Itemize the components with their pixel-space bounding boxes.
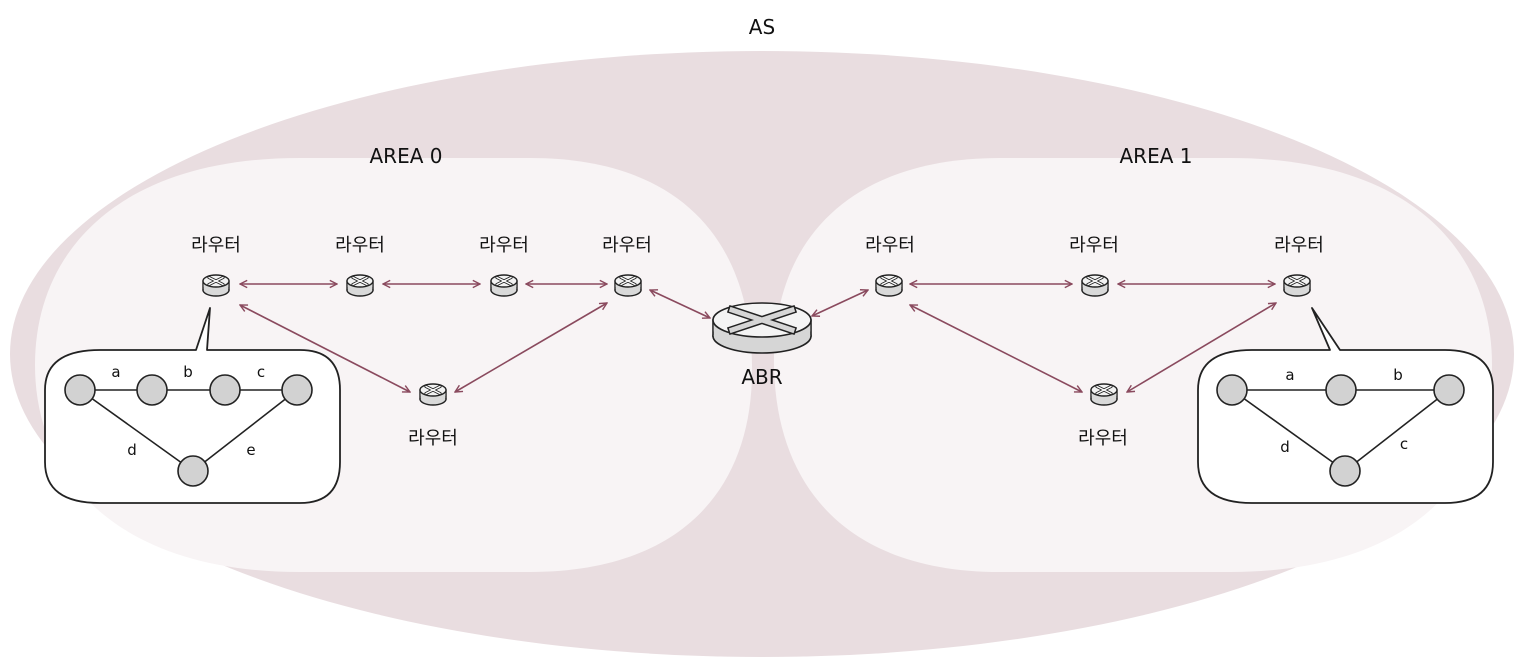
abr-router-icon — [712, 302, 812, 354]
router-a1-4: 라우터 — [1078, 382, 1128, 449]
router-icon — [613, 273, 643, 298]
abr-router: ABR — [712, 302, 812, 389]
edge-d — [79, 389, 194, 472]
edge-label-d: d — [127, 441, 137, 459]
router-label: 라우터 — [408, 428, 458, 449]
router-icon — [1282, 273, 1312, 298]
router-icon — [1080, 273, 1110, 298]
links-area1 — [812, 284, 1276, 392]
router-label: 라우터 — [479, 235, 529, 256]
speech-bubble — [44, 307, 341, 504]
router-icon — [418, 382, 448, 407]
router-a0-4: 라우터 — [602, 235, 652, 298]
abr-label: ABR — [741, 365, 782, 389]
topology-bubble-area0: a b c d e — [44, 307, 341, 504]
as-label: AS — [749, 15, 775, 39]
edge-d — [1231, 389, 1346, 472]
link-abr-r6 — [812, 290, 868, 316]
topo-node — [1329, 455, 1361, 487]
router-icon — [489, 273, 519, 298]
edge-label-a: a — [1285, 366, 1294, 384]
edge-label-c: c — [257, 363, 265, 381]
router-label: 라우터 — [865, 235, 915, 256]
router-label: 라우터 — [1274, 235, 1324, 256]
topo-node — [177, 455, 209, 487]
router-a0-3: 라우터 — [479, 235, 529, 298]
topo-node — [64, 374, 96, 406]
edge-label-b: b — [183, 363, 193, 381]
edge-label-c: c — [1400, 435, 1408, 453]
router-icon — [874, 273, 904, 298]
link-r1-r5 — [240, 305, 410, 392]
link-r5-r4 — [455, 303, 607, 392]
link-r9-r8 — [1127, 303, 1276, 392]
edge-label-a: a — [111, 363, 120, 381]
router-label: 라우터 — [191, 235, 241, 256]
router-label: 라우터 — [1078, 428, 1128, 449]
topo-node — [281, 374, 313, 406]
edge-c — [1344, 389, 1450, 472]
area1-label: AREA 1 — [1120, 144, 1193, 168]
link-r4-abr — [650, 290, 710, 318]
router-label: 라우터 — [335, 235, 385, 256]
router-a1-2: 라우터 — [1069, 235, 1119, 298]
topo-node — [1216, 374, 1248, 406]
topo-node — [1433, 374, 1465, 406]
router-a0-2: 라우터 — [335, 235, 385, 298]
topo-node — [1325, 374, 1357, 406]
topology-bubble-area1: a b c d — [1197, 307, 1494, 504]
area0-label: AREA 0 — [370, 144, 443, 168]
router-label: 라우터 — [1069, 235, 1119, 256]
speech-bubble — [1197, 307, 1494, 504]
links-area0 — [240, 284, 710, 392]
router-a1-1: 라우터 — [865, 235, 915, 298]
edge-e — [192, 389, 298, 472]
edge-label-b: b — [1393, 366, 1403, 384]
router-a0-5: 라우터 — [408, 382, 458, 449]
router-label: 라우터 — [602, 235, 652, 256]
topo-node — [209, 374, 241, 406]
edge-label-d: d — [1280, 438, 1290, 456]
router-icon — [201, 273, 231, 298]
edge-label-e: e — [246, 441, 255, 459]
topo-node — [136, 374, 168, 406]
link-r6-r9 — [910, 305, 1082, 392]
router-a1-3: 라우터 — [1274, 235, 1324, 298]
router-icon — [1089, 382, 1119, 407]
router-a0-1: 라우터 — [191, 235, 241, 298]
router-icon — [345, 273, 375, 298]
